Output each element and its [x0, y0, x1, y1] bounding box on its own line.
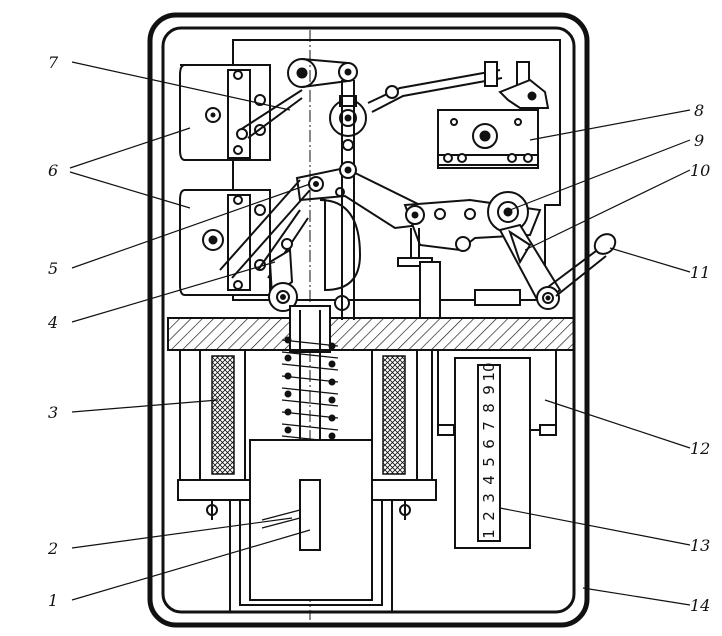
counter-digit: 10	[480, 362, 498, 381]
counter-digit: 5	[480, 457, 498, 467]
lever-arm	[268, 199, 362, 312]
counter-digit: 3	[480, 493, 498, 503]
callout-3: 3	[48, 403, 58, 422]
upper-arm	[367, 61, 550, 113]
callout-14: 14	[690, 596, 710, 615]
callout-13: 13	[690, 536, 710, 555]
counter-digit: 4	[480, 475, 498, 485]
base-plate	[167, 305, 575, 353]
callout-labels: 7 6 5 4 3 2 1 8 9 10 11 12 13 14	[47, 53, 710, 615]
latch	[419, 223, 562, 319]
callout-6: 6	[48, 161, 58, 180]
counter-digit: 9	[480, 385, 498, 395]
callout-2: 2	[47, 539, 58, 558]
callout-8: 8	[694, 101, 704, 120]
callout-5: 5	[48, 259, 58, 278]
counter-digit: 8	[480, 403, 498, 413]
callout-4: 4	[47, 313, 58, 332]
leader-lines	[69, 61, 691, 606]
reset-handle	[536, 233, 617, 310]
auxiliary-block	[437, 109, 539, 169]
callout-9: 9	[694, 131, 704, 150]
counter-digit: 6	[480, 439, 498, 449]
plunger	[229, 310, 393, 613]
counter-digit: 2	[480, 511, 498, 521]
vertical-rods	[339, 80, 357, 320]
callout-1: 1	[48, 591, 58, 610]
counter-scale: 1 2 3 4 5 6 7 8 9 10	[477, 362, 501, 542]
counter-digit: 7	[480, 421, 498, 431]
pivot-link	[236, 58, 367, 140]
callout-10: 10	[690, 161, 710, 180]
counter-digit: 1	[480, 529, 498, 539]
callout-11: 11	[690, 263, 710, 282]
contact-blocks	[179, 64, 271, 296]
linkage-plate	[219, 166, 421, 279]
callout-12: 12	[690, 439, 710, 458]
callout-7: 7	[48, 53, 59, 72]
